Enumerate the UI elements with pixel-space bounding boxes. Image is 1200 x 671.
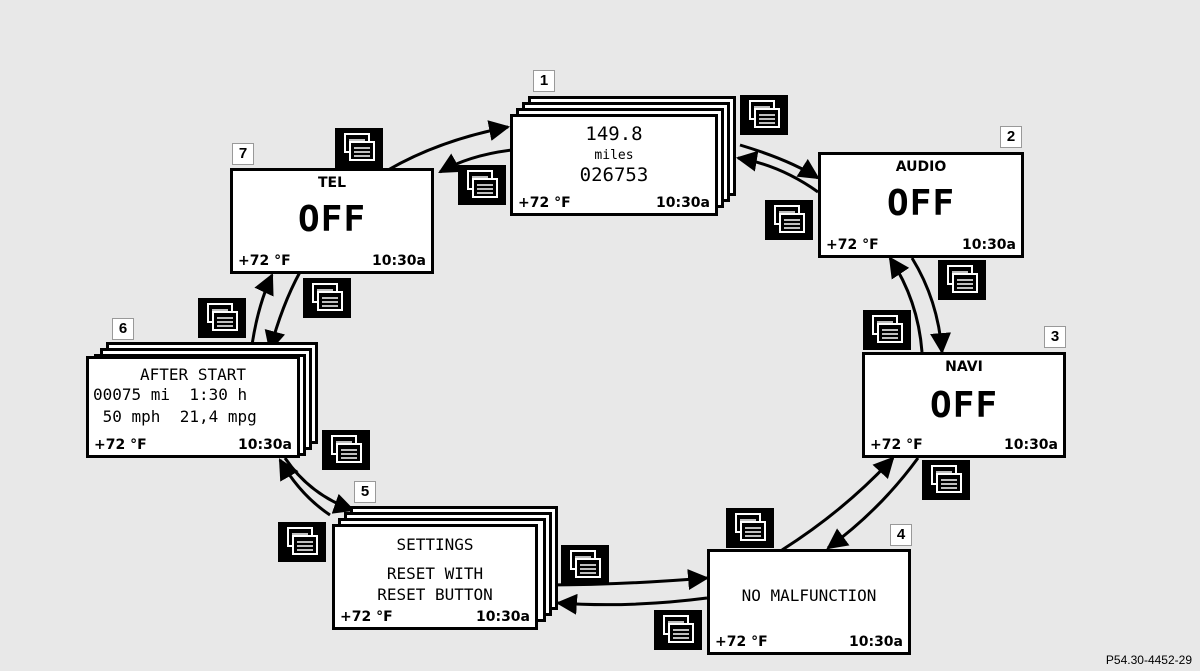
screen-7-tel: TEL OFF +72 °F 10:30a (230, 168, 434, 274)
temperature: +72 °F (94, 437, 147, 453)
clock: 10:30a (848, 634, 903, 650)
page-button-icon[interactable] (765, 200, 813, 240)
screen-1-odometer: 149.8 miles 026753 +72 °F 10:30a (510, 114, 718, 216)
screen-number-2: 2 (1000, 126, 1022, 148)
screen-2-audio: AUDIO OFF +72 °F 10:30a (818, 152, 1024, 258)
screen-number-1: 1 (533, 70, 555, 92)
screen-3-navi: NAVI OFF +72 °F 10:30a (862, 352, 1066, 458)
screen-4-malfunction: NO MALFUNCTION +72 °F 10:30a (707, 549, 911, 655)
temperature: +72 °F (870, 437, 923, 453)
status-message: NO MALFUNCTION (741, 586, 877, 605)
arrow-1-to-7 (438, 148, 513, 174)
clock: 10:30a (1003, 437, 1058, 453)
page-button-icon[interactable] (322, 430, 370, 470)
arrow-4-to-3 (781, 456, 895, 552)
figure-reference: P54.30-4452-29 (1105, 653, 1192, 667)
arrow-7-to-1 (387, 120, 511, 172)
page-button-icon[interactable] (278, 522, 326, 562)
arrow-2-to-1 (735, 150, 819, 194)
clock: 10:30a (237, 437, 292, 453)
clock: 10:30a (655, 195, 710, 211)
screen-number-6: 6 (112, 318, 134, 340)
page-button-icon[interactable] (303, 278, 351, 318)
temperature: +72 °F (715, 634, 768, 650)
page-button-icon[interactable] (726, 508, 774, 548)
temperature: +72 °F (518, 195, 571, 211)
clock: 10:30a (961, 237, 1016, 253)
screen-value: OFF (886, 183, 956, 224)
arrow-2-to-3 (910, 257, 952, 355)
clock: 10:30a (475, 609, 530, 625)
screen-title: AUDIO (895, 159, 947, 175)
screen-title: NAVI (945, 359, 983, 375)
page-button-icon[interactable] (938, 260, 986, 300)
temperature: +72 °F (826, 237, 879, 253)
trip-unit: miles (594, 148, 634, 163)
page-button-icon[interactable] (335, 128, 383, 168)
settings-line-2: RESET BUTTON (377, 585, 493, 604)
screen-value: OFF (929, 385, 999, 426)
screen-5-settings: SETTINGS RESET WITH RESET BUTTON +72 °F … (332, 524, 538, 630)
arrow-5-to-6 (278, 458, 331, 517)
screen-number-7: 7 (232, 143, 254, 165)
page-button-icon[interactable] (922, 460, 970, 500)
screen-6-after-start: AFTER START 00075 mi 1:30 h 50 mph 21,4 … (86, 356, 300, 458)
screen-number-4: 4 (890, 524, 912, 546)
screen-title: SETTINGS (396, 535, 474, 554)
temperature: +72 °F (238, 253, 291, 269)
arrow-7-to-6 (264, 271, 302, 353)
arrow-4-to-5 (555, 593, 708, 615)
arrow-1-to-2 (739, 143, 820, 180)
arrow-6-to-7 (250, 273, 274, 346)
temperature: +72 °F (340, 609, 393, 625)
page-button-icon[interactable] (740, 95, 788, 135)
page-button-icon[interactable] (561, 545, 609, 585)
odometer-total: 026753 (579, 164, 649, 186)
screen-number-5: 5 (354, 481, 376, 503)
arrow-3-to-2 (888, 256, 924, 353)
trip-distance: 149.8 (585, 123, 643, 145)
screen-title: TEL (317, 175, 347, 191)
screen-title: AFTER START (140, 365, 246, 384)
screen-value: OFF (297, 199, 367, 240)
page-button-icon[interactable] (198, 298, 246, 338)
trip-line-2: 50 mph 21,4 mpg (93, 407, 257, 426)
page-button-icon[interactable] (458, 165, 506, 205)
trip-line-1: 00075 mi 1:30 h (93, 385, 248, 404)
screen-number-3: 3 (1044, 326, 1066, 348)
settings-line-1: RESET WITH (386, 564, 484, 583)
page-button-icon[interactable] (654, 610, 702, 650)
arrow-3-to-4 (826, 457, 920, 550)
page-button-icon[interactable] (863, 310, 911, 350)
clock: 10:30a (371, 253, 426, 269)
